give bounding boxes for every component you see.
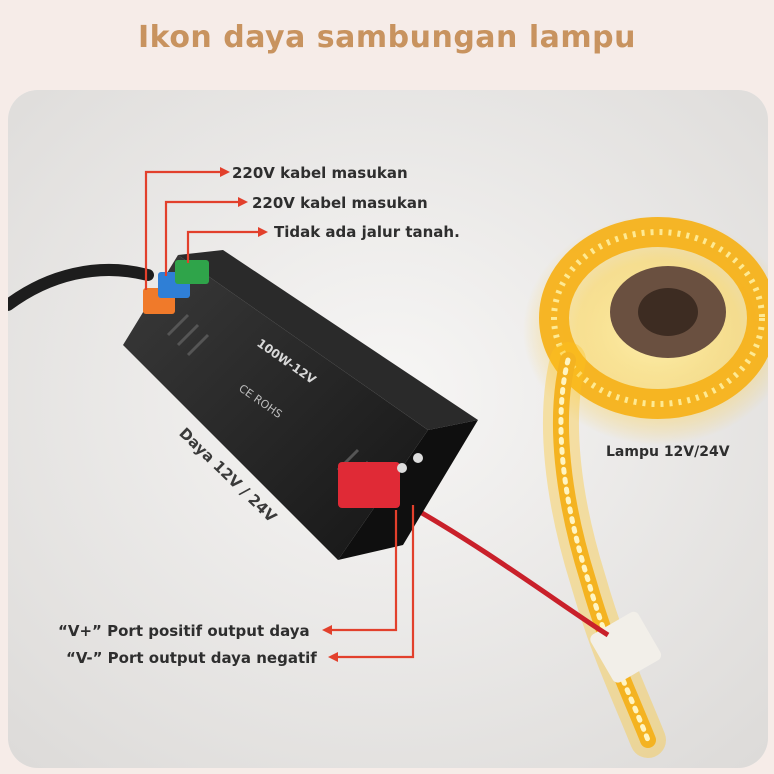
- product-illustration: 100W-12V CE ROHS: [8, 90, 768, 768]
- product-photo: 100W-12V CE ROHS: [8, 90, 768, 768]
- callout-arrowheads: [220, 167, 338, 662]
- label-v-plus: “V+” Port positif output daya: [58, 622, 310, 640]
- terminal-red: [338, 462, 400, 508]
- label-v-minus: “V-” Port output daya negatif: [66, 649, 317, 667]
- output-wire: [406, 502, 610, 638]
- label-no-ground: Tidak ada jalur tanah.: [274, 223, 460, 241]
- label-lamp: Lampu 12V/24V: [606, 444, 730, 460]
- power-supply: 100W-12V CE ROHS: [123, 250, 478, 560]
- callout-lines: [144, 170, 415, 659]
- page-title: Ikon daya sambungan lampu: [138, 20, 636, 55]
- label-input-1: 220V kabel masukan: [232, 164, 408, 182]
- led-strip: [523, 215, 768, 758]
- terminal-green: [175, 260, 209, 284]
- label-input-2: 220V kabel masukan: [252, 194, 428, 212]
- input-cable: [8, 264, 154, 311]
